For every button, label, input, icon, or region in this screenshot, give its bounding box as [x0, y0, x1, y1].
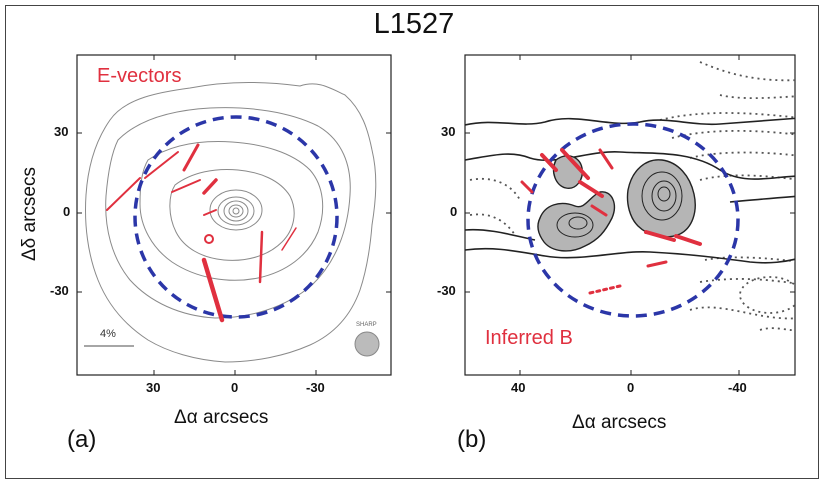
b-vector — [646, 260, 668, 268]
panel-b-ytick: 0 — [450, 204, 458, 219]
e-vector — [171, 179, 201, 193]
panel-a-ytick: 30 — [54, 124, 69, 139]
panel-b-ytick: -30 — [437, 283, 456, 298]
e-vector — [201, 257, 225, 323]
b-vector — [588, 284, 622, 295]
panel-a-annotation: E-vectors — [97, 65, 182, 87]
panel-a-scale-label: 4% — [100, 328, 116, 340]
panel-a-e-vectors — [106, 143, 297, 323]
panel-a-ytick: -30 — [50, 283, 69, 298]
e-vector — [202, 178, 218, 195]
panel-a-xlabel: Δα arcsecs — [174, 407, 269, 428]
panel-a-beam-label: SHARP — [356, 322, 377, 328]
panel-a-core-contours — [209, 189, 263, 231]
e-vector — [106, 177, 141, 211]
panel-a-xtick: 0 — [231, 380, 239, 395]
b-vector — [590, 204, 608, 217]
figure-frame — [5, 5, 819, 479]
e-vector — [182, 143, 200, 172]
b-vector — [520, 180, 534, 194]
figure-title: L1527 — [373, 8, 455, 40]
panel-b-xtick: -40 — [728, 380, 747, 395]
panel-a-contour-3 — [139, 141, 324, 281]
panel-b-xtick: 40 — [511, 380, 526, 395]
b-vector — [644, 230, 676, 242]
panel-a-contour-4 — [169, 169, 295, 261]
panel-a-tick-marks — [77, 55, 391, 375]
panel-b-solid-contours — [465, 117, 795, 264]
panel-a-center-marker — [204, 234, 214, 244]
panel-b-dashed-ellipse — [526, 122, 740, 318]
panel-b-annotation: Inferred B — [485, 327, 573, 349]
panel-b-right-core — [626, 159, 696, 238]
e-vector — [258, 230, 264, 284]
panel-b-xlabel: Δα arcsecs — [572, 412, 667, 433]
panel-b-ytick: 30 — [441, 124, 456, 139]
panel-a-xtick: 30 — [146, 380, 161, 395]
panel-a-contour-2 — [105, 107, 351, 319]
panel-a-beam-circle — [354, 331, 380, 357]
e-vector — [281, 227, 297, 251]
panel-b-tick-marks — [465, 55, 795, 375]
b-vector — [560, 148, 590, 180]
e-vector — [203, 209, 217, 216]
panel-b-core-inner-contours — [556, 171, 683, 238]
panel-b-axes-box — [464, 54, 796, 376]
panel-a-xtick: -30 — [306, 380, 325, 395]
b-vector — [674, 234, 702, 246]
panel-b-label: (b) — [457, 426, 487, 453]
panel-a-dashed-ellipse — [133, 115, 339, 319]
b-vector — [598, 148, 614, 170]
b-vector — [540, 153, 558, 172]
b-vector — [578, 180, 604, 198]
e-vector — [144, 151, 179, 179]
panel-b-b-vectors — [520, 148, 702, 295]
panel-b-xtick: 0 — [627, 380, 635, 395]
panel-a-ytick: 0 — [63, 204, 71, 219]
panel-a-outer-contour — [85, 82, 377, 363]
panel-a-label: (a) — [67, 426, 97, 453]
panel-a-axes-box — [76, 54, 392, 376]
